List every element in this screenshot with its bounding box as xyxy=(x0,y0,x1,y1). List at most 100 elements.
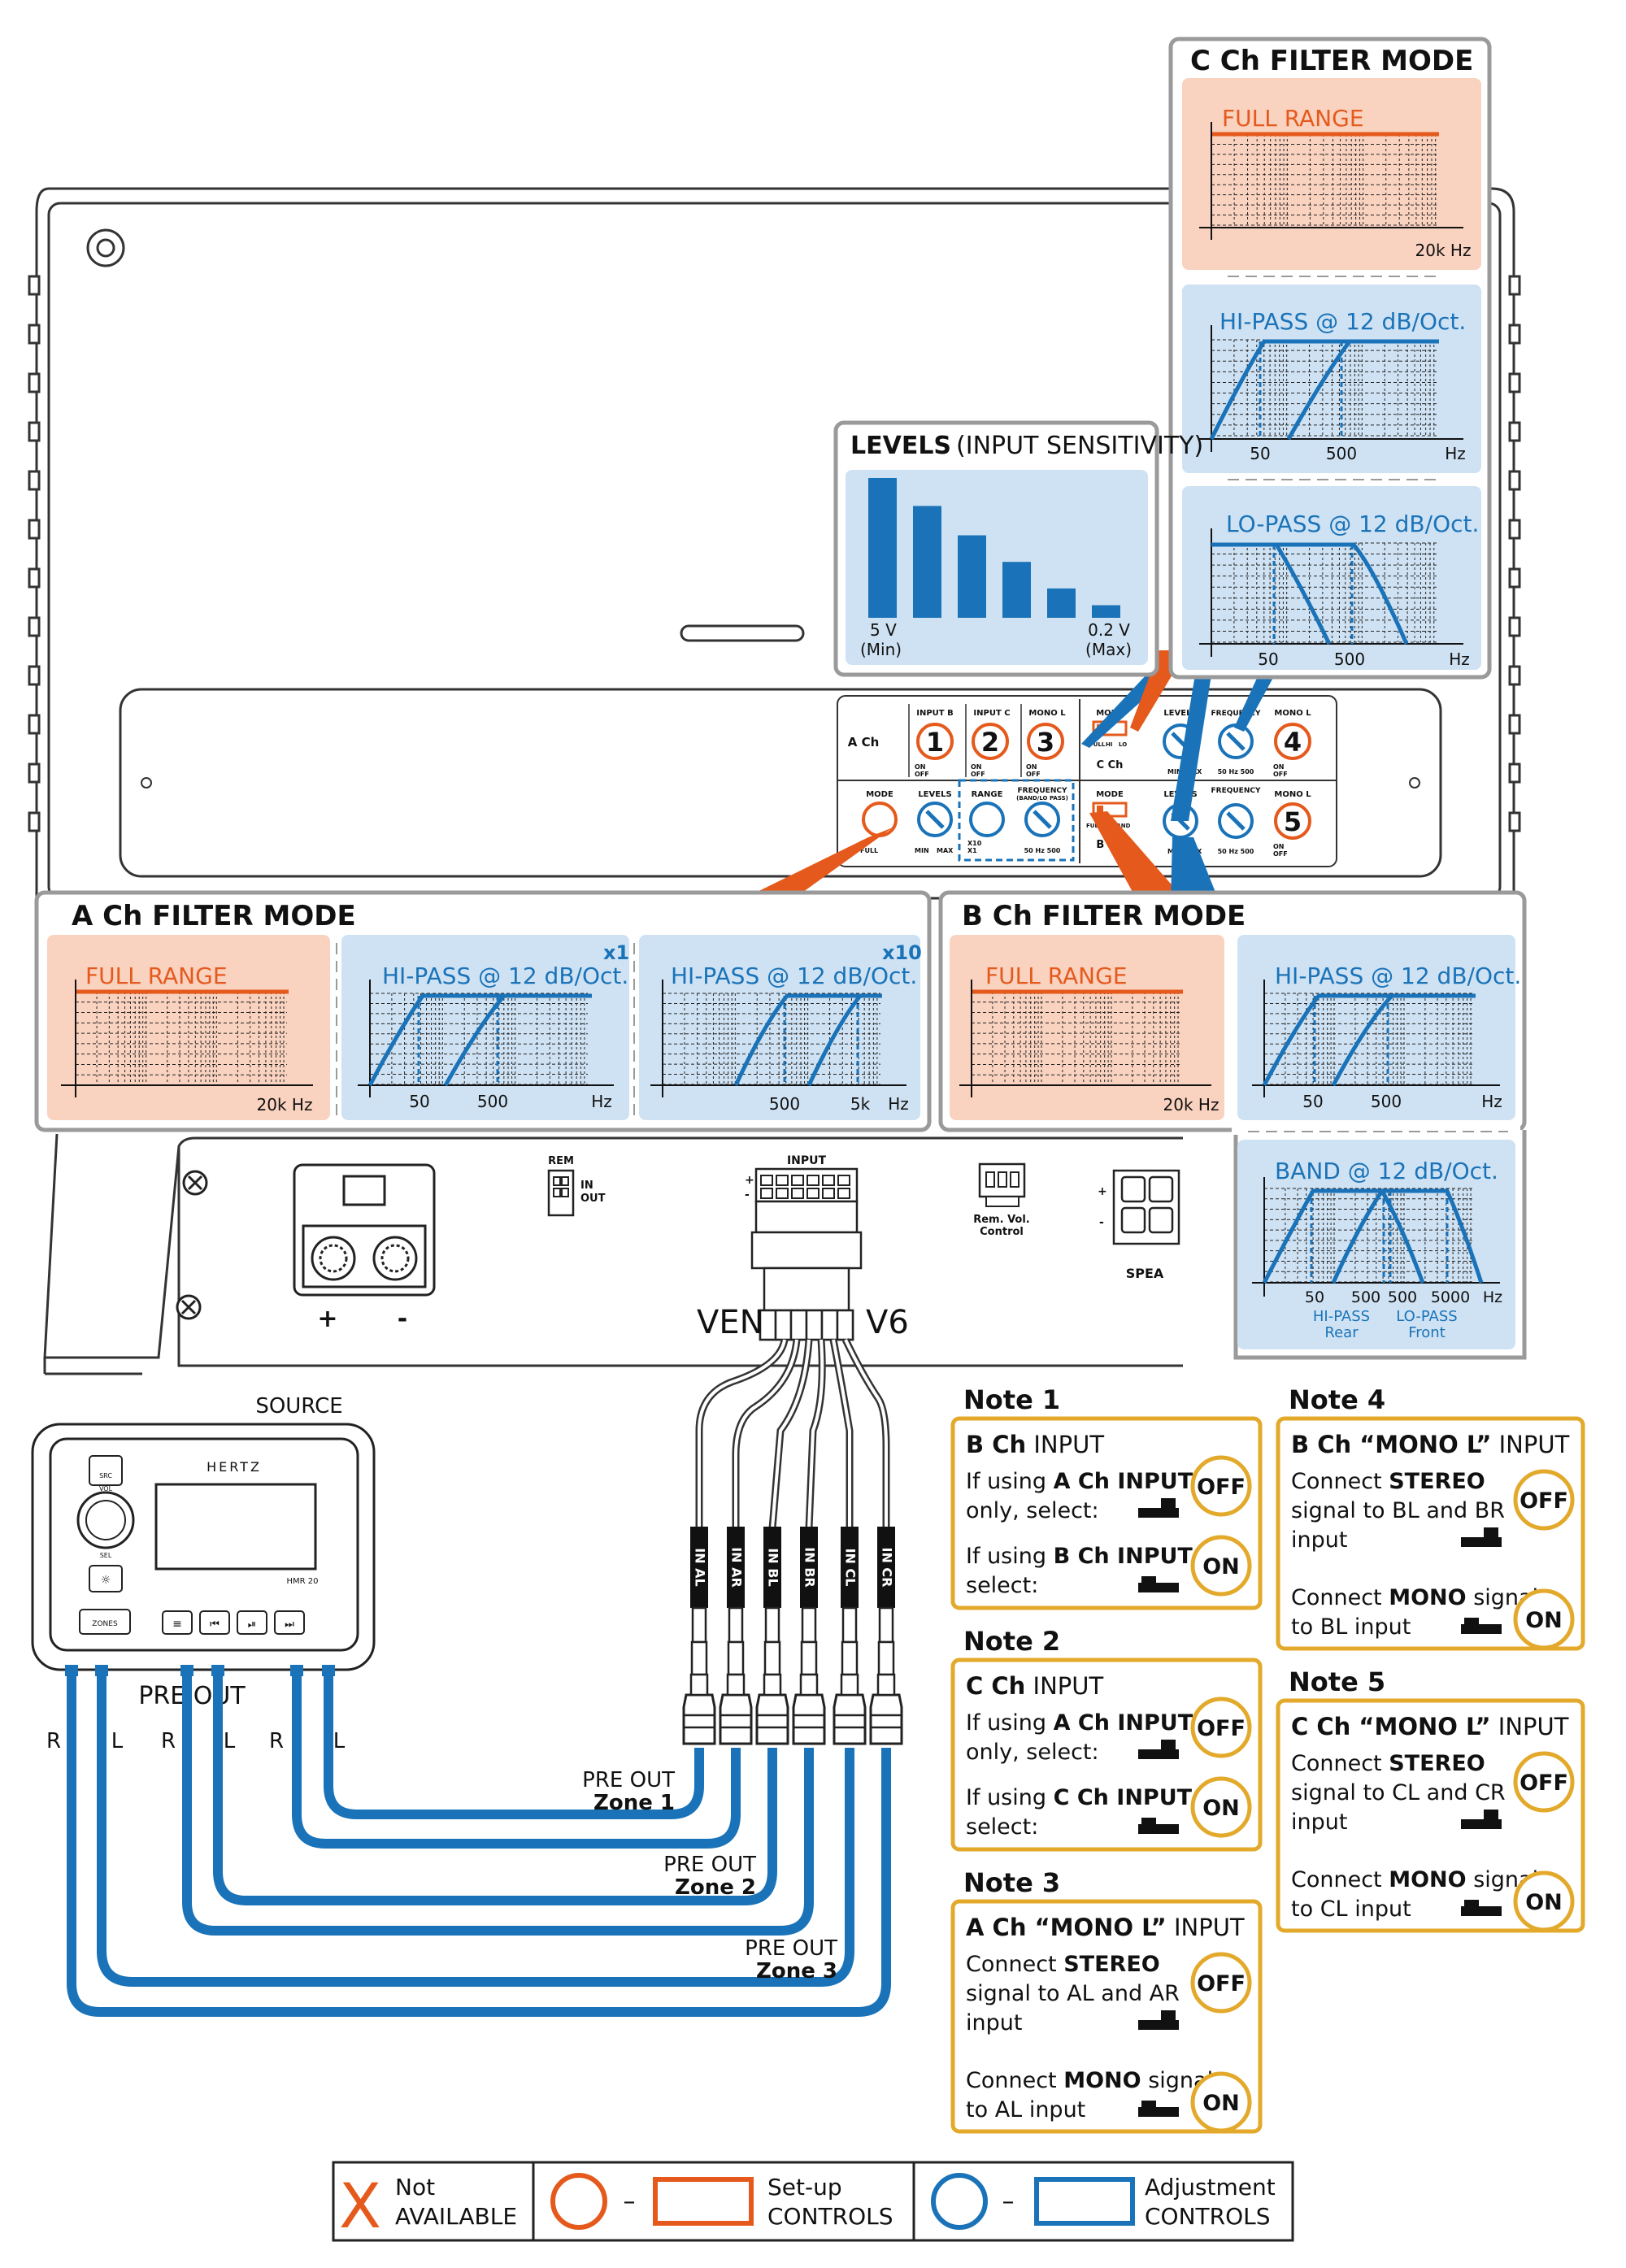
off-button[interactable] xyxy=(1190,1952,1252,2014)
levels-panel: LEVELS(INPUT SENSITIVITY) 5 V (Min) 0.2 … xyxy=(833,420,1203,677)
off-button[interactable] xyxy=(1190,1455,1252,1517)
x1-label: X1 xyxy=(967,847,977,854)
brand-right: V6 xyxy=(866,1304,909,1341)
a-range-switch[interactable] xyxy=(969,802,1005,837)
zones-button[interactable] xyxy=(79,1609,131,1635)
mono-l-c-switch[interactable] xyxy=(1274,723,1311,760)
off-button[interactable] xyxy=(1513,1751,1575,1813)
min-label: MIN xyxy=(915,847,929,854)
freq-scale: 50 Hz 500 xyxy=(1024,847,1061,854)
b-frequency-label: FREQUENCY xyxy=(1211,787,1261,795)
on-button[interactable] xyxy=(1190,1535,1252,1597)
a-hp10-tick: 5k xyxy=(850,1094,871,1114)
channel-label: L xyxy=(224,1729,236,1753)
src-button[interactable] xyxy=(89,1455,123,1486)
switch-off-icon xyxy=(1461,1527,1502,1547)
off-label: OFF xyxy=(971,771,985,778)
on-label: ON xyxy=(1202,1796,1240,1821)
mono-l-a-switch[interactable] xyxy=(1027,723,1064,760)
eq-button[interactable] xyxy=(162,1610,193,1635)
c-lp-grid xyxy=(1211,542,1437,643)
b-band-hp-sub: Rear xyxy=(1324,1324,1359,1341)
side-fins xyxy=(28,275,1521,832)
source-title: SOURCE xyxy=(255,1394,342,1419)
levels-title: LEVELS xyxy=(850,432,951,460)
rca-plug[interactable] xyxy=(755,1693,789,1745)
level-bar xyxy=(958,535,986,618)
b-band-hp: HI-PASS xyxy=(1313,1308,1370,1325)
on-label: ON xyxy=(1273,763,1285,771)
note-line: to CL input xyxy=(1291,1897,1411,1922)
next-icon: ⏭ xyxy=(285,1618,294,1631)
legend: X Not AVAILABLE – Set-up CONTROLS – Adju… xyxy=(332,2161,1294,2242)
freq-scale: 50 Hz 500 xyxy=(1218,768,1254,776)
note-line: Connect STEREO xyxy=(1291,1751,1485,1776)
a-hp10-grid xyxy=(662,993,880,1085)
on-button[interactable] xyxy=(1513,1870,1575,1932)
screw-icon xyxy=(182,1170,208,1196)
c-frequency-label: FREQUENCY xyxy=(1211,710,1261,718)
min-label: MIN xyxy=(1167,768,1182,776)
b-filter-panel: B Ch FILTER MODE FULL RANGE 20k Hz HI-PA… xyxy=(938,890,1527,1360)
play-pause-button[interactable] xyxy=(237,1610,267,1635)
rca-plug[interactable] xyxy=(792,1693,826,1745)
b-band-tick: 50 xyxy=(1305,1288,1324,1306)
off-label: OFF xyxy=(1273,850,1288,858)
zone2-label: PRE OUT xyxy=(663,1853,756,1877)
zone1-label: PRE OUT xyxy=(582,1768,675,1792)
switch-on-icon xyxy=(1138,1576,1179,1592)
c-lp-tick: 50 xyxy=(1258,650,1278,669)
levels-left-value: 5 V xyxy=(870,620,897,640)
input-b-switch[interactable] xyxy=(916,723,954,760)
rca-plug[interactable] xyxy=(719,1693,753,1745)
a-hp10-label: HI-PASS @ 12 dB/Oct. xyxy=(671,962,917,989)
channel-label: L xyxy=(333,1729,346,1753)
brightness-button[interactable] xyxy=(89,1565,123,1592)
note-line: input xyxy=(966,2010,1022,2036)
prev-button[interactable] xyxy=(199,1610,230,1635)
note-line: If using B Ch INPUT xyxy=(966,1544,1193,1569)
rca-plug[interactable] xyxy=(869,1693,903,1745)
callout-pointers xyxy=(736,650,1275,902)
control-panel: A Ch INPUT B INPUT C MONO L 1 2 3 ON OFF… xyxy=(837,695,1337,867)
on-button[interactable] xyxy=(1190,2071,1252,2133)
full-label: FULL xyxy=(860,847,878,854)
c-lp-tick: Hz xyxy=(1449,650,1470,669)
off-label: OFF xyxy=(1519,1771,1568,1796)
a-mode-switch[interactable] xyxy=(862,802,898,837)
channel-label: R xyxy=(46,1729,61,1753)
note-line: If using C Ch INPUT xyxy=(966,1785,1193,1810)
note-title: Note 5 xyxy=(1289,1666,1385,1697)
mono-l-b-switch[interactable] xyxy=(1274,802,1311,840)
on-button[interactable] xyxy=(1190,1776,1252,1838)
legend-available: AVAILABLE xyxy=(395,2203,517,2230)
note-line: signal to CL and CR xyxy=(1291,1780,1506,1805)
band-label: BAND xyxy=(1112,823,1131,829)
rca-plug[interactable] xyxy=(682,1693,716,1745)
num-1: 1 xyxy=(926,727,944,758)
c-hp-tick: 50 xyxy=(1250,444,1270,463)
c-lp-tick: 500 xyxy=(1334,650,1365,669)
a-filter-title: A Ch FILTER MODE xyxy=(72,900,356,932)
level-bar xyxy=(1092,605,1120,618)
on-label: ON xyxy=(1525,1890,1563,1915)
input-c-switch[interactable] xyxy=(972,723,1009,760)
num-5: 5 xyxy=(1284,806,1302,837)
rem-connector: REM IN OUT xyxy=(547,1155,606,1217)
note-line: input xyxy=(1291,1810,1347,1835)
rca-plug[interactable] xyxy=(833,1693,867,1745)
next-button[interactable] xyxy=(274,1610,305,1635)
level-bar xyxy=(913,506,941,618)
cable-label: IN AL xyxy=(693,1548,708,1587)
speak-label: SPEA xyxy=(1126,1266,1164,1281)
b-hp-tick: 500 xyxy=(1371,1092,1402,1111)
on-button[interactable] xyxy=(1513,1588,1575,1650)
input-label: INPUT xyxy=(787,1154,827,1167)
levels-right-note: (Max) xyxy=(1085,640,1132,659)
off-button[interactable] xyxy=(1190,1697,1252,1758)
num-2: 2 xyxy=(981,727,999,758)
off-button[interactable] xyxy=(1513,1469,1575,1531)
screw-icon xyxy=(176,1294,202,1320)
